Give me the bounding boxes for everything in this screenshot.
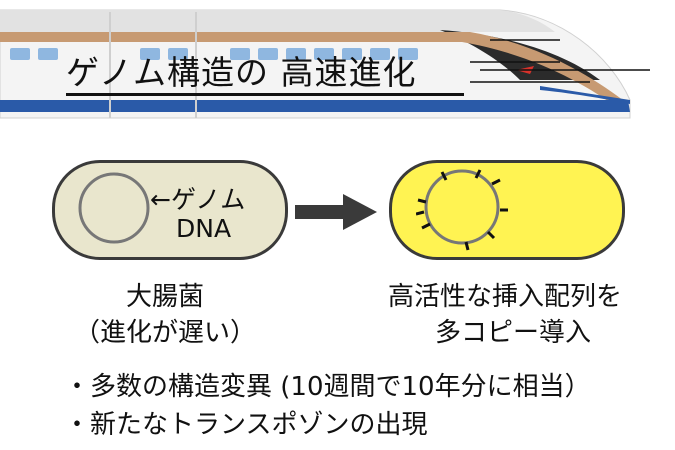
engineered-caption-note: 多コピー導入 bbox=[435, 318, 592, 348]
ecoli-caption-note: （進化が遅い） bbox=[74, 318, 257, 348]
title-underline bbox=[66, 93, 464, 96]
shinkansen-banner-illustration bbox=[0, 9, 650, 119]
insertion-sequence-marks bbox=[416, 169, 508, 251]
train-car-dividers bbox=[109, 12, 197, 118]
engineered-caption: 高活性な挿入配列を bbox=[388, 282, 623, 312]
page-title: ゲノム構造の 高速進化 bbox=[66, 53, 417, 92]
transition-arrow-icon bbox=[295, 194, 377, 230]
bullet-structural-variants: ・多数の構造変異 (10週間で10年分に相当） bbox=[64, 372, 591, 402]
train-copper-stripe bbox=[0, 32, 628, 108]
genome-pointer-label: ←ゲノム bbox=[150, 185, 246, 214]
engineered-genome-ring bbox=[416, 169, 508, 251]
dna-label: DNA bbox=[176, 214, 232, 243]
ecoli-cell bbox=[52, 160, 288, 260]
speed-lines bbox=[470, 39, 650, 83]
train-blue-stripe-front bbox=[540, 86, 630, 104]
bullet-new-transposon: ・新たなトランスポゾンの出現 bbox=[64, 410, 428, 440]
train-roof bbox=[0, 10, 555, 32]
ecoli-genome-ring bbox=[78, 172, 150, 244]
train-blue-stripe bbox=[0, 100, 630, 112]
train-windows bbox=[10, 48, 418, 60]
ecoli-caption: 大腸菌 bbox=[126, 282, 205, 312]
